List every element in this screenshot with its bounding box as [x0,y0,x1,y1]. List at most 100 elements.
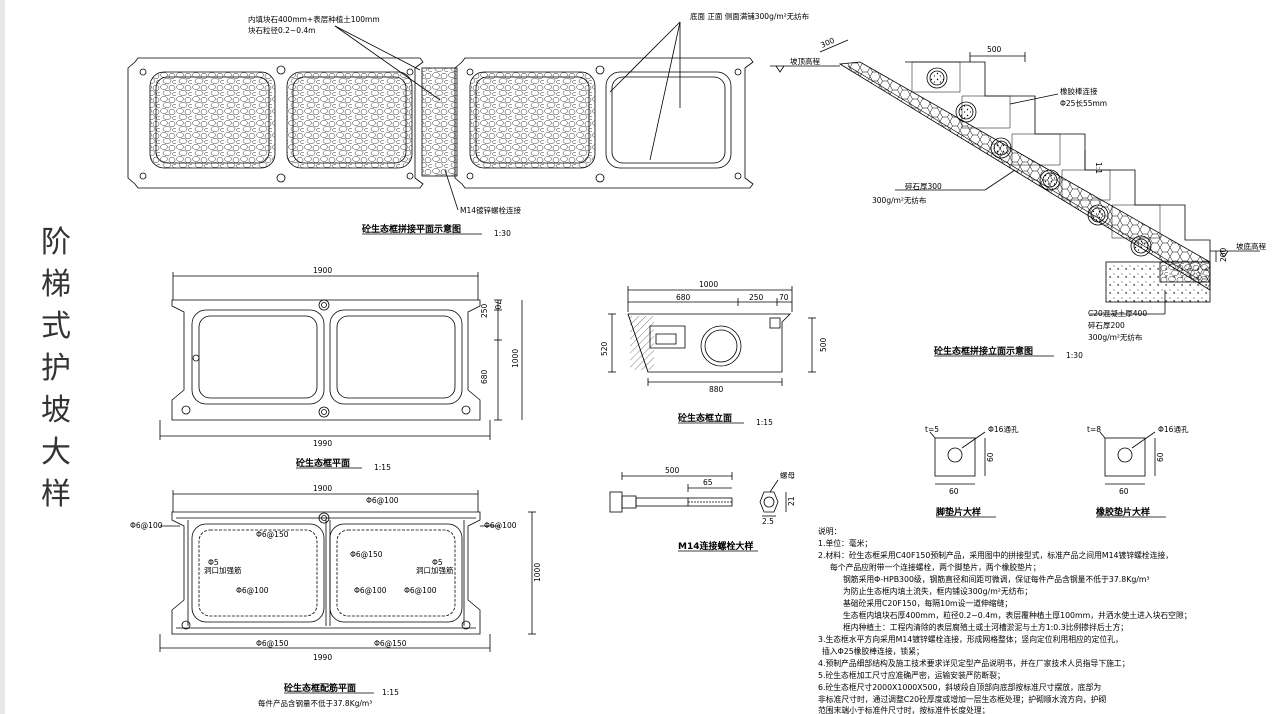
note-line: 非标准尺寸时，通过调整C20砼厚度或增加一层生态框处理；护砌顺水流方向，护砌 [818,694,1106,704]
frame-elev-dim-250: 250 [749,293,764,302]
top-plan-note-fabric: 底面 正面 侧面满铺300g/m²无纺布 [690,11,810,21]
frame-plan-scale: 1:15 [374,463,391,472]
rebar-bar-left: Φ6@100 [130,521,163,530]
frame-plan-dim-70: 70 [493,300,502,310]
note-line: 插入Φ25橡胶棒连接，锁紧； [822,646,924,656]
rebar-bar-100-mid-right: Φ6@100 [404,586,437,595]
frame-elev-dim-1000: 1000 [699,280,718,289]
bolt-dim-65: 65 [703,478,713,487]
rebar-hole-right: 洞口加强筋 [416,565,454,575]
frame-plan-title: 砼生态框平面 [296,457,350,469]
rebar-bar-150-bottom-right: Φ6@150 [374,639,407,648]
slope-dim-500: 500 [987,45,1002,54]
note-line: 框内种植土：工程内清除的表层腐殖土或土河槽淤泥与土方1:0.3比例掺拌后土方； [843,622,1128,632]
rebar-bar-top: Φ6@100 [366,496,399,505]
frame-elevation-drawing [608,286,816,386]
title-char: 大 [41,435,71,470]
frame-elev-title: 砼生态框立面 [678,412,732,424]
note-line: 5.砼生态框加工尺寸应准确严密，运输安装严防断裂； [818,670,1005,680]
slope-gravel: 碎石厚300 [905,181,942,191]
slope-dim-200: 200 [1219,247,1228,262]
foot-pad-dim-60-v: 60 [986,452,995,462]
foot-pad-dim-60-h: 60 [949,487,959,496]
rebar-hole-left: 洞口加强筋 [204,565,242,575]
foot-pad-title: 脚垫片大样 [936,506,981,518]
title-char: 护 [41,351,71,386]
note-line: 生态框内填块石厚400mm，粒径0.2~0.4m，表层覆种植土厚100mm，并洒… [843,610,1192,620]
top-plan-scale: 1:30 [494,229,511,238]
foot-pad-thickness: t=5 [925,425,939,434]
foot-pad-hole: Φ16通孔 [988,424,1019,434]
note-line: 基础砼采用C20F150，每隔10m设一道伸缩缝； [843,598,1012,608]
rebar-note: 每件产品含钢量不低于37.8Kg/m³ [258,698,372,708]
top-plan-title: 砼生态框拼接平面示意图 [362,223,461,235]
note-line: 范围末端小于标准件尺寸时，按标准件长度处理； [818,705,990,714]
slope-top-label: 坡顶高程 [790,56,820,66]
slope-title: 砼生态框拼接立面示意图 [934,345,1033,357]
rebar-bar-100-mid: Φ6@100 [354,586,387,595]
top-plan-note-fill-1: 内填块石400mm+表层种植土100mm [248,14,380,24]
note-line: 6.砼生态框尺寸2000X1000X500，斜坡段自顶部向底部按标准尺寸摆放，底… [818,682,1101,692]
slope-bottom-label: 坡底高程 [1236,241,1266,251]
rebar-bar-150-left: Φ6@150 [256,530,289,539]
rebar-dim-1000: 1000 [533,563,542,582]
rebar-phi5-right: Φ5 [432,558,443,567]
title-char: 梯 [41,267,71,302]
top-plan-drawing [127,21,754,211]
frame-plan-dim-top: 1900 [313,266,332,275]
frame-elev-dim-680: 680 [676,293,691,302]
slope-scale: 1:30 [1066,351,1083,360]
rebar-bar-150-bottom-left: Φ6@150 [256,639,289,648]
bolt-dim-2-5: 2.5 [762,517,774,526]
note-line: 说明： [818,526,841,536]
note-line: 1.单位：毫米； [818,538,872,548]
rebar-bar-150-right: Φ6@150 [350,550,383,559]
pad-details-drawing [929,431,1156,485]
bolt-dim-21: 21 [787,496,796,506]
slope-fabric: 300g/m²无纺布 [872,195,927,205]
note-line: 3.生态框水平方向采用M14镀锌螺栓连接，形成网格整体；竖向定位利用相应的定位孔… [818,634,1123,644]
slope-base-fabric: 300g/m²无纺布 [1088,332,1143,342]
rebar-bar-right: Φ6@100 [484,521,517,530]
left-edge-bar [0,0,5,714]
rubber-pad-dim-60-v: 60 [1156,452,1165,462]
frame-plan-drawing [159,272,523,440]
frame-elev-dim-500: 500 [819,337,828,352]
rebar-plan-drawing [159,490,536,652]
frame-elev-dim-70: 70 [779,293,789,302]
slope-rubber-pin-size: Φ25长55mm [1060,98,1107,108]
frame-plan-dim-250: 250 [480,303,489,318]
frame-plan-dim-680: 680 [480,369,489,384]
frame-plan-dim-bottom: 1990 [313,439,332,448]
rebar-dim-bottom: 1990 [313,653,332,662]
top-plan-note-fill-2: 块石粒径0.2~0.4m [248,25,315,35]
note-line: 钢筋采用Φ-HPB300级，钢筋直径和间距可微调，保证每件产品含钢量不低于37.… [843,574,1150,584]
bolt-dim-500: 500 [665,466,680,475]
rubber-pad-hole: Φ16通孔 [1158,424,1189,434]
slope-base-gravel: 碎石厚200 [1088,320,1125,330]
note-line: 4.预制产品细部结构及施工技术要求详见定型产品说明书，并在厂家技术人员指导下施工… [818,658,1130,668]
frame-elev-scale: 1:15 [756,418,773,427]
rubber-pad-thickness: t=8 [1087,425,1101,434]
bolt-detail-drawing [609,472,787,517]
slope-ratio: 1:1 [1094,162,1103,174]
rubber-pad-title: 橡胶垫片大样 [1096,506,1150,518]
title-char: 式 [41,309,71,344]
note-line: 每个产品应附带一个连接螺栓，两个脚垫片，两个橡胶垫片； [830,562,1041,572]
rubber-pad-dim-60-h: 60 [1119,487,1129,496]
slope-rubber-pin: 橡胶棒连接 [1060,86,1098,96]
title-char: 样 [41,477,71,512]
bolt-nut-label: 螺母 [780,470,795,480]
slope-base-c20: C20混凝土厚400 [1088,308,1147,318]
title-char: 坡 [41,393,71,428]
slope-elevation-drawing [770,39,1260,315]
rebar-title: 砼生态框配筋平面 [284,682,356,694]
frame-elev-dim-880: 880 [709,385,724,394]
slope-dim-300: 300 [819,36,836,50]
rebar-phi5-left: Φ5 [208,558,219,567]
rebar-bar-100-mid-left: Φ6@100 [236,586,269,595]
design-notes: 说明： 1.单位：毫米； 2.材料：砼生态框采用C40F150预制产品，采用图中… [818,526,1192,714]
rebar-scale: 1:15 [382,688,399,697]
top-plan-note-bolt: M14镀锌螺栓连接 [460,205,522,215]
